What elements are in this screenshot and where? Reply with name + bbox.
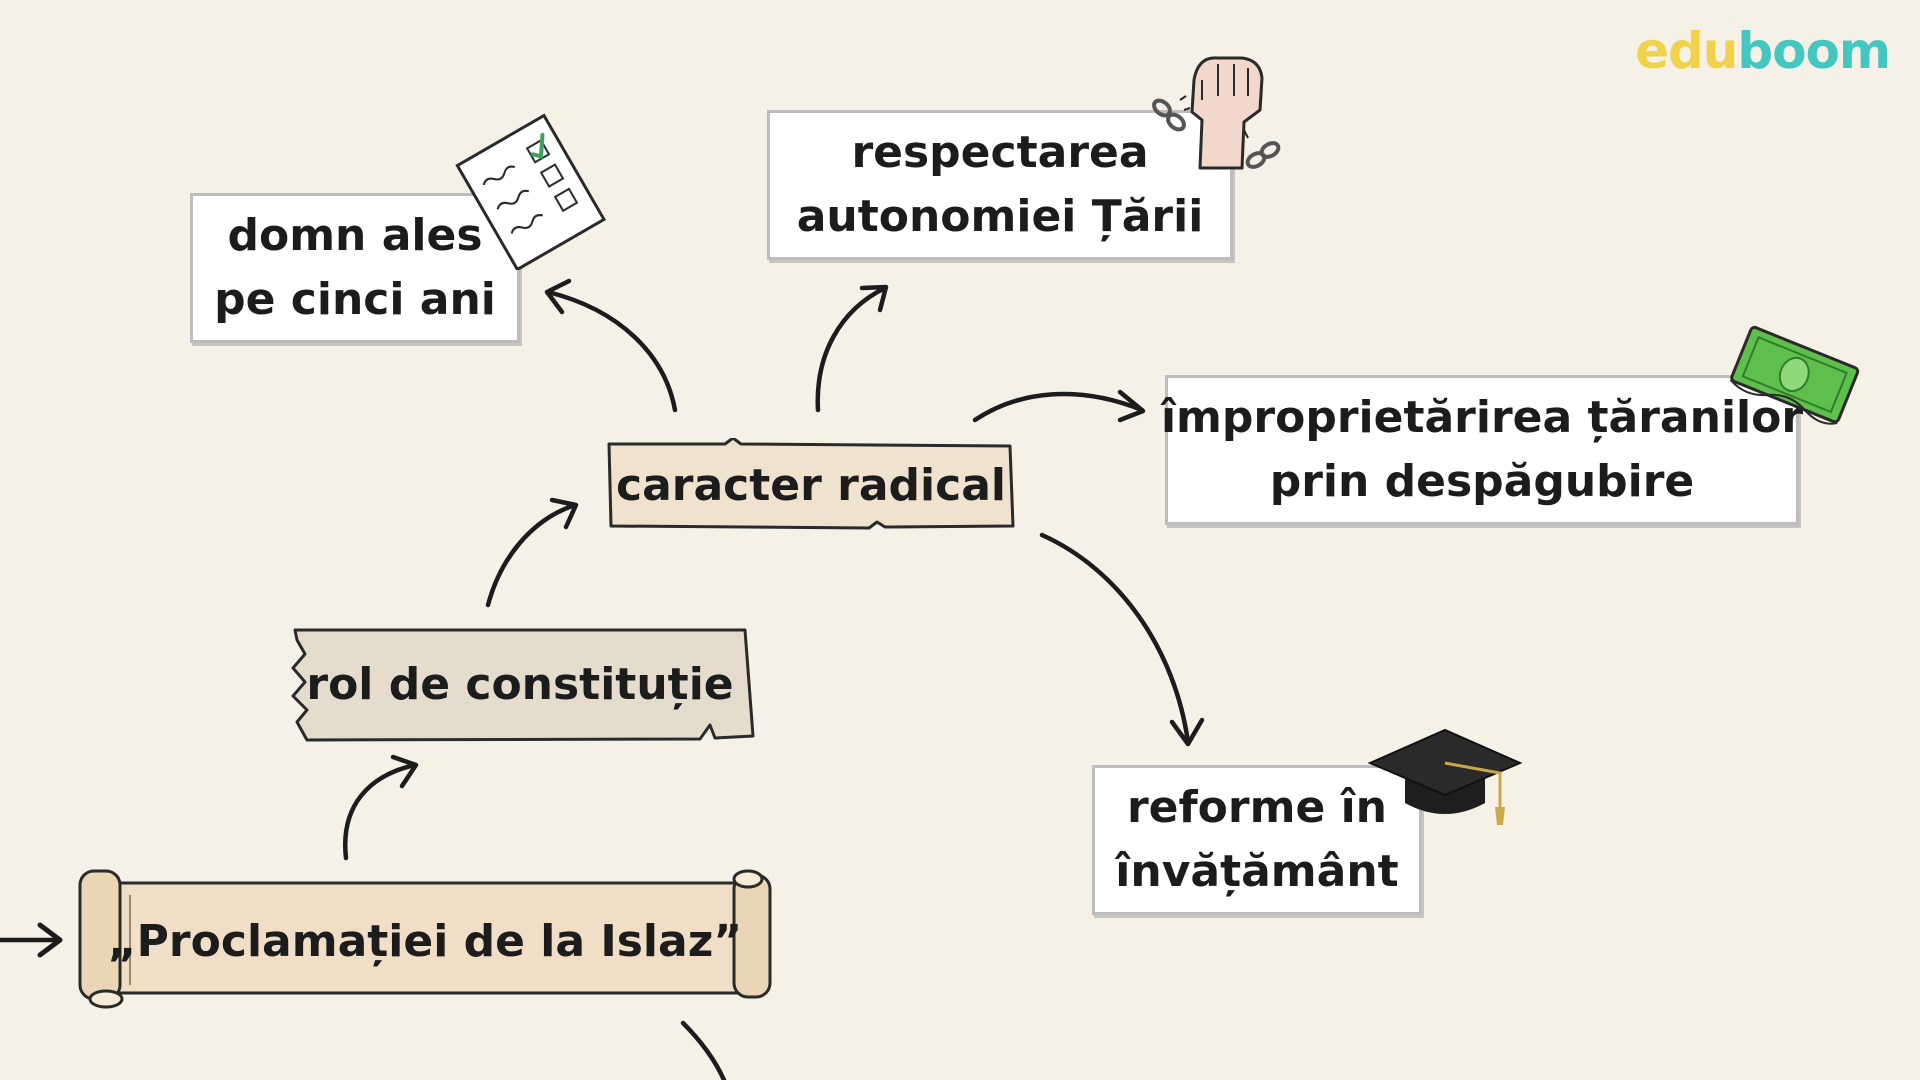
node-proclamation: „Proclamației de la Islaz”	[70, 865, 780, 1010]
arrow-to-land	[972, 391, 1145, 423]
money-bill-icon	[1729, 325, 1860, 425]
proclamation-label: „Proclamației de la Islaz”	[107, 916, 743, 967]
node-ruler: domn ales pe cinci ani	[190, 193, 520, 343]
scroll-shape	[78, 869, 772, 1009]
radical-character-label: caracter radical	[616, 459, 1006, 511]
checklist-icon	[455, 113, 607, 270]
logo-part-boom: boom	[1737, 22, 1891, 80]
torn-paper-shape	[291, 628, 755, 742]
land-ownership-line-2: prin despăgubire	[1269, 456, 1695, 507]
raised-fist-broken-chains-icon	[1152, 56, 1281, 170]
arrow-to-radical	[485, 502, 578, 608]
node-land-ownership: împroprietărirea țăranilor prin despăgub…	[1161, 375, 1803, 525]
ruler-line-1: domn ales	[227, 210, 483, 261]
arrow-to-constitution	[342, 762, 418, 861]
constitution-role-label: rol de constituție	[306, 659, 734, 710]
line-continuation	[680, 1020, 727, 1080]
eduboom-logo: eduboom	[1635, 22, 1891, 80]
autonomy-line-2: autonomiei Țării	[796, 191, 1204, 242]
node-constitution-role: rol de constituție	[285, 622, 755, 747]
education-line-1: reforme în	[1126, 782, 1388, 833]
autonomy-line-1: respectarea	[851, 127, 1149, 178]
node-education: reforme în învățământ	[1092, 765, 1422, 915]
land-ownership-line-1: împroprietărirea țăranilor	[1160, 392, 1804, 443]
arrow-to-ruler	[545, 289, 678, 413]
arrow-to-education	[1039, 532, 1191, 745]
node-autonomy: respectarea autonomiei Țării	[767, 110, 1233, 260]
paper-strip-shape	[607, 438, 1015, 530]
node-radical-character: caracter radical	[605, 438, 1017, 532]
graduation-cap-icon	[1367, 728, 1523, 825]
logo-part-edu: edu	[1635, 22, 1738, 80]
arrow-to-autonomy	[815, 285, 888, 413]
education-line-2: învățământ	[1115, 846, 1399, 897]
ruler-line-2: pe cinci ani	[214, 274, 496, 325]
